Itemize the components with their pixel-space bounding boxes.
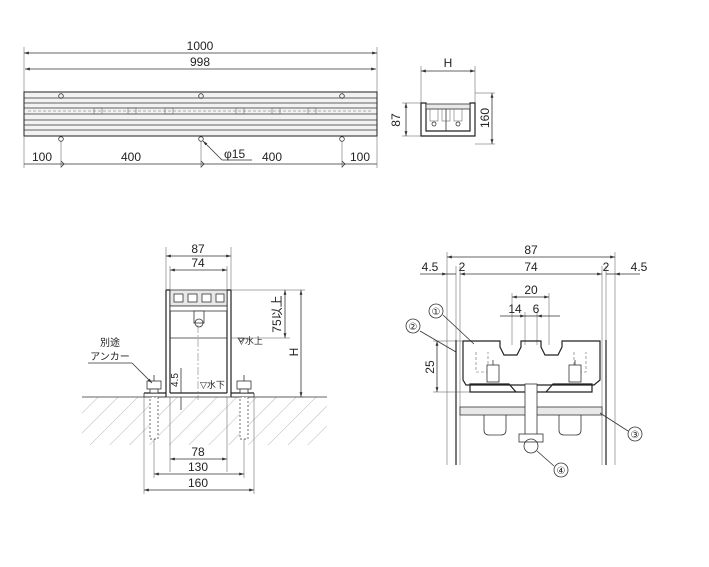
dim-130-section: 130: [188, 460, 208, 474]
dim-400-right: 400: [262, 150, 282, 164]
dim-1000: 1000: [187, 39, 214, 53]
label-water-bottom: ▽水下: [200, 379, 225, 390]
callout-4: ④: [536, 450, 569, 478]
dim-87-detail: 87: [524, 243, 538, 257]
dim-4-5-section: 4.5: [170, 373, 181, 387]
dim-74-detail: 74: [524, 260, 538, 274]
dim-74-section: 74: [191, 256, 205, 270]
dim-160-end: 160: [478, 108, 492, 128]
svg-text:④: ④: [557, 466, 566, 477]
dim-6-detail: 6: [533, 302, 540, 316]
dim-phi15: φ15: [224, 147, 245, 161]
callout-1: ①: [428, 303, 475, 345]
callout-3: ③: [599, 412, 643, 442]
svg-text:①: ①: [432, 307, 441, 318]
dim-100-left: 100: [32, 150, 52, 164]
dim-2-right-detail: 2: [603, 260, 610, 274]
dim-20-detail: 20: [524, 283, 538, 297]
label-anchor-1: 別途: [100, 336, 120, 349]
dim-78-section: 78: [191, 445, 205, 459]
dim-100-right: 100: [350, 150, 370, 164]
callout-2: ②: [405, 318, 457, 353]
dim-400-left: 400: [121, 150, 141, 164]
dim-4-5-right-detail: 4.5: [631, 260, 648, 274]
dim-25-detail: 25: [423, 360, 437, 374]
dim-4-5-left-detail: 4.5: [422, 260, 439, 274]
label-water-top: ▽水上: [238, 335, 263, 346]
dim-h-end: H: [444, 56, 453, 70]
dim-87-end: 87: [389, 113, 403, 127]
dim-h-section: H: [287, 348, 301, 357]
svg-text:②: ②: [409, 322, 418, 333]
label-anchor-2: アンカー: [90, 351, 130, 363]
section-view: 87 74 ▽水上 ▽水下: [82, 242, 327, 494]
svg-text:③: ③: [631, 430, 640, 441]
grating-profile: [462, 340, 601, 386]
top-view: 1000 998 100 400 400 100: [23, 39, 378, 168]
dim-998: 998: [190, 55, 210, 69]
end-view: H 87 160: [389, 56, 495, 145]
dim-160-section: 160: [188, 476, 208, 490]
dim-14-detail: 14: [508, 302, 522, 316]
detail-view: 87 4.5 2 74 2 4.5 20 14 6: [405, 243, 648, 478]
dim-75-section: 75以上: [270, 295, 284, 332]
dim-2-left-detail: 2: [459, 260, 466, 274]
dim-87-section: 87: [191, 242, 205, 256]
